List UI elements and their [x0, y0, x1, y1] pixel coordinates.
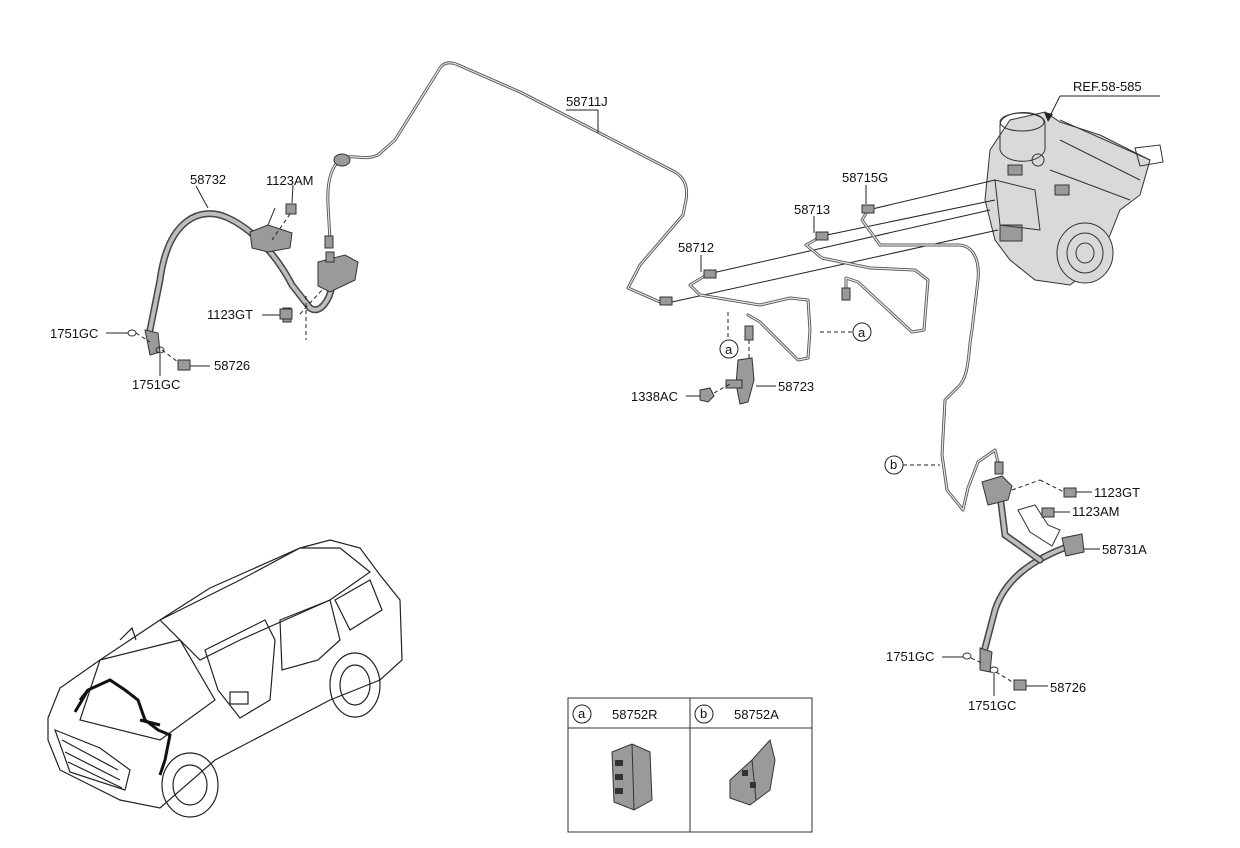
legend-part-58752r: 58752R [612, 707, 658, 722]
clip-58752r-illustration [611, 743, 653, 811]
callout-b: b [884, 455, 940, 475]
callout-b-letter: b [890, 457, 897, 472]
label-1751gc-left-a: 1751GC [50, 326, 98, 341]
brake-pipe-58715g [860, 204, 1004, 512]
label-58715g: 58715G [842, 170, 888, 185]
bracket-58723 [725, 312, 755, 405]
brake-hose-58732 [144, 207, 359, 356]
label-58713: 58713 [794, 202, 830, 217]
callout-a-right: a [820, 322, 872, 342]
label-58732: 58732 [190, 172, 226, 187]
label-58723: 58723 [778, 379, 814, 394]
clip-58752a-illustration [729, 738, 776, 806]
brake-pipe-58712 [688, 269, 812, 362]
legend-item-a: a 58752R [572, 704, 658, 811]
label-1751gc-right-a: 1751GC [886, 649, 934, 664]
brake-hose-58731a [979, 475, 1085, 673]
callout-a-right-letter: a [858, 325, 866, 340]
vehicle-locator-illustration [47, 539, 403, 818]
bolt-1123gt-left [279, 289, 323, 340]
label-58726-left: 58726 [214, 358, 250, 373]
label-58712: 58712 [678, 240, 714, 255]
legend-item-b: b 58752A [694, 704, 779, 806]
abs-module [984, 111, 1164, 286]
bolt-1123am-right [1041, 507, 1055, 518]
brake-pipe-58713 [804, 231, 930, 334]
bolt-1123gt-right [1011, 479, 1077, 498]
label-1123am-right: 1123AM [1072, 504, 1119, 519]
label-1751gc-right-b: 1751GC [968, 698, 1016, 713]
label-58731a: 58731A [1102, 542, 1147, 557]
label-1123am-left: 1123AM [266, 173, 313, 188]
bolt-58726-left [161, 349, 191, 371]
callout-a-lower: a [719, 339, 739, 359]
brake-pipe-58711j [324, 61, 689, 306]
legend-letter-a: a [578, 706, 586, 721]
bolt-1123am-left [271, 203, 297, 241]
label-58726-right: 58726 [1050, 680, 1086, 695]
legend-table: a 58752R b 58752A [567, 697, 813, 833]
legend-letter-b: b [700, 706, 707, 721]
legend-part-58752a: 58752A [734, 707, 779, 722]
label-1123gt-left: 1123GT [207, 307, 253, 322]
label-58711j: 58711J [566, 94, 608, 109]
nut-1338ac [699, 383, 731, 403]
bolt-58726-right [995, 671, 1027, 691]
label-1123gt-right: 1123GT [1094, 485, 1140, 500]
label-1338ac: 1338AC [631, 389, 678, 404]
label-ref: REF.58-585 [1073, 79, 1142, 94]
label-1751gc-left-b: 1751GC [132, 377, 180, 392]
washer-1751gc-right [962, 652, 999, 674]
callout-a-lower-letter: a [725, 342, 733, 357]
